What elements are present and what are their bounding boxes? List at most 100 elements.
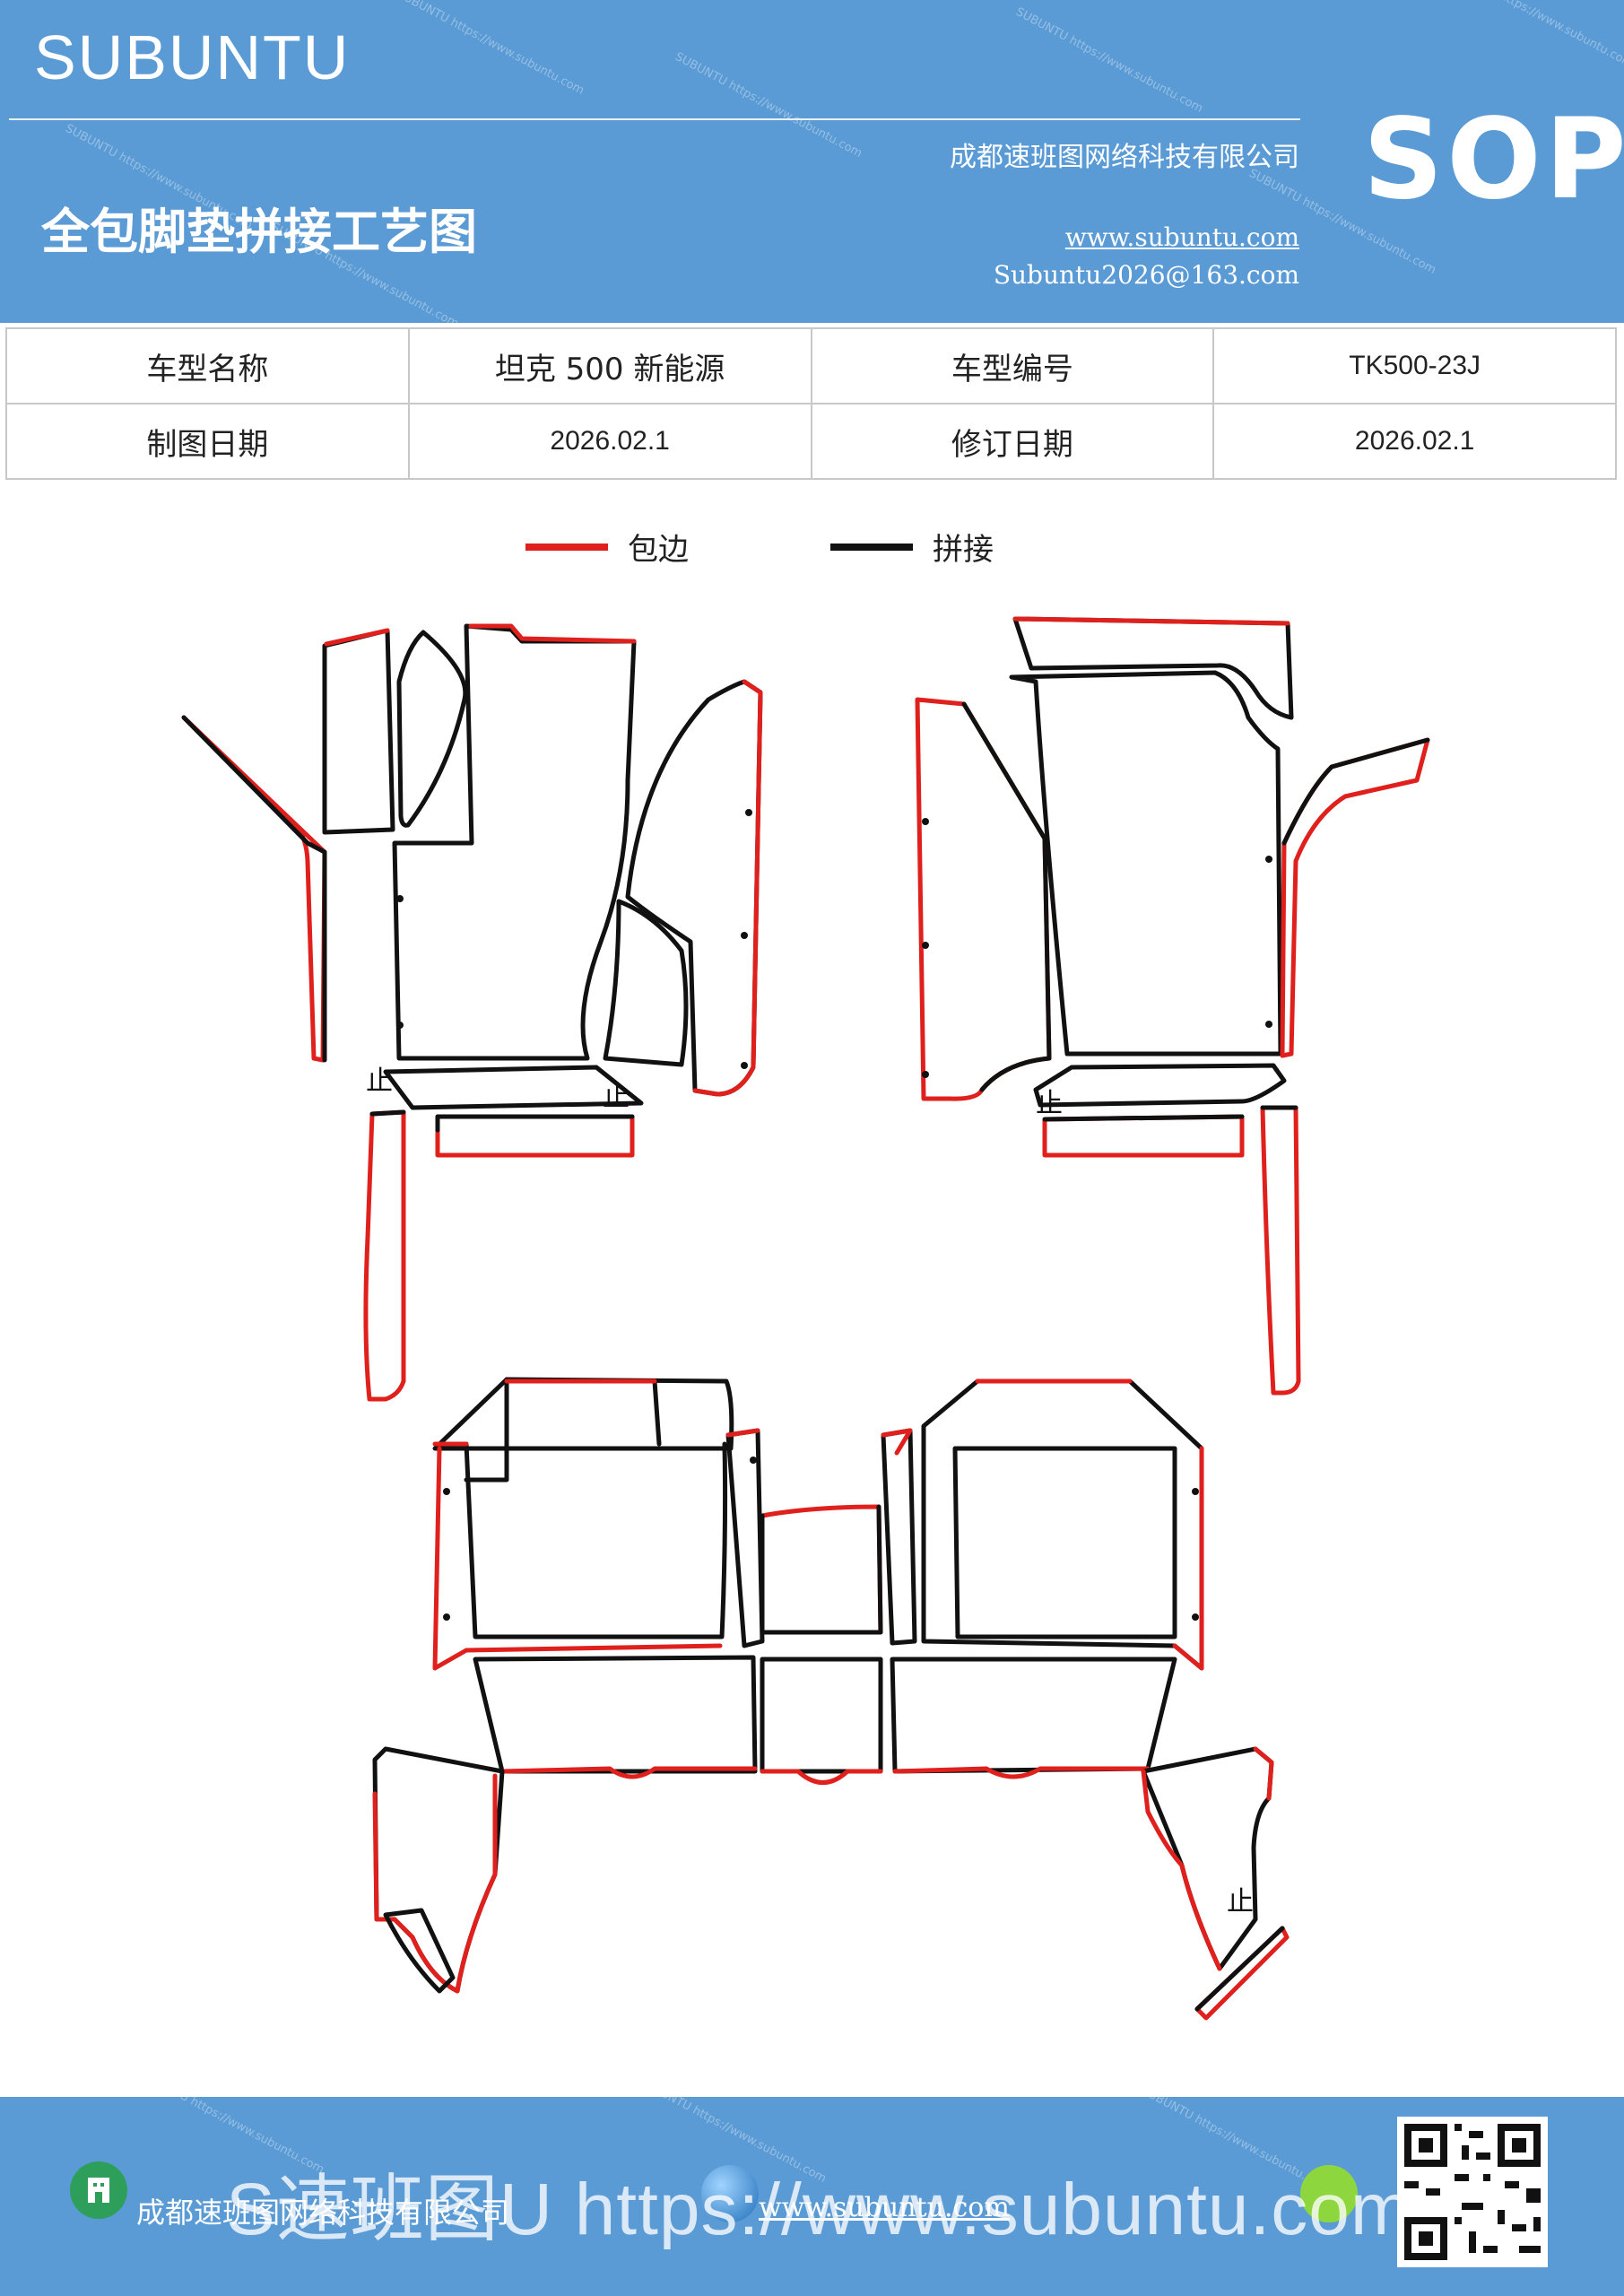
watermark: SUBUNTU https://www.subuntu.com	[1013, 4, 1205, 117]
mat-rivet	[443, 1613, 450, 1621]
mat-piece	[892, 1766, 1151, 1779]
mat-piece	[464, 1377, 662, 1483]
mat-piece	[692, 679, 763, 1097]
mat-piece	[760, 1769, 883, 1785]
stop-mark: 止	[1227, 1886, 1254, 1918]
document-title: 全包脚垫拼接工艺图	[41, 204, 477, 260]
stop-mark: 止	[603, 1082, 630, 1113]
model-name-label: 车型名称	[5, 327, 410, 404]
mat-rivet	[922, 818, 929, 825]
mat-piece	[181, 715, 327, 1063]
mat-piece	[369, 1109, 406, 1117]
front-left-mat-group: 止 止	[181, 623, 763, 1402]
mat-piece	[625, 679, 763, 1097]
mat-rivet	[1192, 1613, 1199, 1621]
mat-piece	[499, 1766, 758, 1779]
footer-company-name: 成都速班图网络科技有限公司	[136, 2196, 510, 2230]
legend-seam: 拼接	[830, 525, 994, 569]
stop-mark: 止	[366, 1065, 393, 1097]
mat-rivet	[922, 1071, 929, 1078]
mat-piece	[1194, 1926, 1285, 2012]
front-right-mat-group: 止	[915, 616, 1430, 1396]
mat-piece	[383, 1065, 644, 1110]
mat-piece	[392, 623, 637, 1061]
mat-piece	[603, 899, 689, 1067]
footer-banner: SUBUNTU https://www.subuntu.com SUBUNTU …	[0, 2097, 1624, 2296]
company-name: 成都速班图网络科技有限公司	[950, 142, 1299, 173]
mat-piece	[322, 628, 395, 835]
stop-mark: 止	[1036, 1088, 1063, 1119]
sop-badge: SOP	[1363, 95, 1624, 224]
mat-rivet	[1192, 1488, 1199, 1495]
mat-piece	[725, 1428, 765, 1648]
mat-piece	[324, 628, 390, 647]
mat-rivet	[443, 1488, 450, 1495]
table-row: 车型名称 坦克 500 新能源 车型编号 TK500-23J	[5, 327, 1617, 404]
mat-piece	[372, 1746, 505, 1994]
mat-piece	[881, 1428, 917, 1646]
mat-piece	[1280, 737, 1430, 1058]
mat-piece	[363, 1109, 406, 1402]
mat-piece	[372, 1773, 498, 1994]
floor-mat-diagram: 止 止 止	[181, 616, 1430, 2021]
mat-piece	[1033, 1063, 1287, 1108]
model-name-value: 坦克 500 新能源	[407, 327, 812, 404]
header-banner: SUBUNTU https://www.subuntu.com SUBUNTU …	[0, 0, 1624, 323]
mat-piece	[432, 1446, 723, 1671]
drawing-date-label: 制图日期	[5, 403, 410, 480]
mat-piece	[1042, 1114, 1245, 1158]
mat-rivet	[745, 809, 752, 816]
legend-edge: 包边	[525, 525, 689, 569]
model-code-label: 车型编号	[810, 327, 1215, 404]
mat-rivet	[741, 1062, 748, 1069]
mat-piece	[760, 1657, 883, 1774]
mat-piece	[975, 1378, 1204, 1671]
mat-piece	[464, 1441, 728, 1639]
revision-date-label: 修订日期	[810, 403, 1215, 480]
building-icon	[70, 2161, 127, 2219]
mat-piece	[396, 630, 468, 828]
mat-piece	[1141, 1746, 1274, 1971]
globe-icon	[701, 2165, 759, 2222]
mat-piece	[1012, 616, 1294, 720]
watermark: SUBUNTU https://www.subuntu.com	[673, 49, 864, 161]
footer-watermark: S速班图U https://www.subuntu.com	[226, 2169, 1413, 2250]
mat-piece	[890, 1657, 1177, 1774]
footer-website-link[interactable]: www.subuntu.com	[759, 2192, 1010, 2223]
legend-edge-label: 包边	[628, 532, 689, 568]
drawing-date-value: 2026.02.1	[407, 403, 812, 480]
mat-piece	[1260, 1105, 1301, 1396]
mat-piece	[952, 1446, 1177, 1639]
mat-piece	[432, 1377, 734, 1451]
edge-line-swatch	[525, 543, 608, 551]
mat-piece	[1281, 737, 1430, 846]
mat-piece	[915, 697, 1052, 1101]
email-address[interactable]: Subuntu2026@163.com	[993, 260, 1299, 290]
vehicle-info-table: 车型名称 坦克 500 新能源 车型编号 TK500-23J 制图日期 2026…	[5, 327, 1617, 480]
mat-rivet	[396, 1022, 404, 1029]
mat-piece	[432, 1378, 657, 1447]
mat-piece	[1012, 616, 1290, 626]
mat-piece	[1194, 1926, 1290, 2021]
mat-piece	[725, 1428, 760, 1438]
mat-piece	[921, 1378, 1204, 1671]
mat-piece	[181, 715, 327, 1063]
mat-rivet	[922, 942, 929, 949]
wechat-icon[interactable]	[1300, 2165, 1358, 2222]
mat-piece	[1009, 670, 1283, 1057]
mat-rivet	[741, 932, 748, 939]
mat-rivet	[750, 1457, 757, 1464]
mat-rivet	[1265, 1021, 1272, 1028]
mat-piece	[435, 1114, 635, 1158]
rear-mat-group: 止	[372, 1377, 1290, 2021]
header-divider	[9, 118, 1300, 120]
table-row: 制图日期 2026.02.1 修订日期 2026.02.1	[5, 403, 1617, 480]
revision-date-value: 2026.02.1	[1212, 403, 1617, 480]
website-link[interactable]: www.subuntu.com	[1064, 222, 1299, 252]
seam-line-swatch	[830, 543, 913, 551]
mat-rivet	[396, 895, 404, 902]
model-code-value: TK500-23J	[1212, 327, 1617, 404]
mat-piece	[383, 1908, 456, 1994]
brand-name: SUBUNTU	[34, 22, 351, 92]
mat-piece	[1042, 1114, 1245, 1122]
